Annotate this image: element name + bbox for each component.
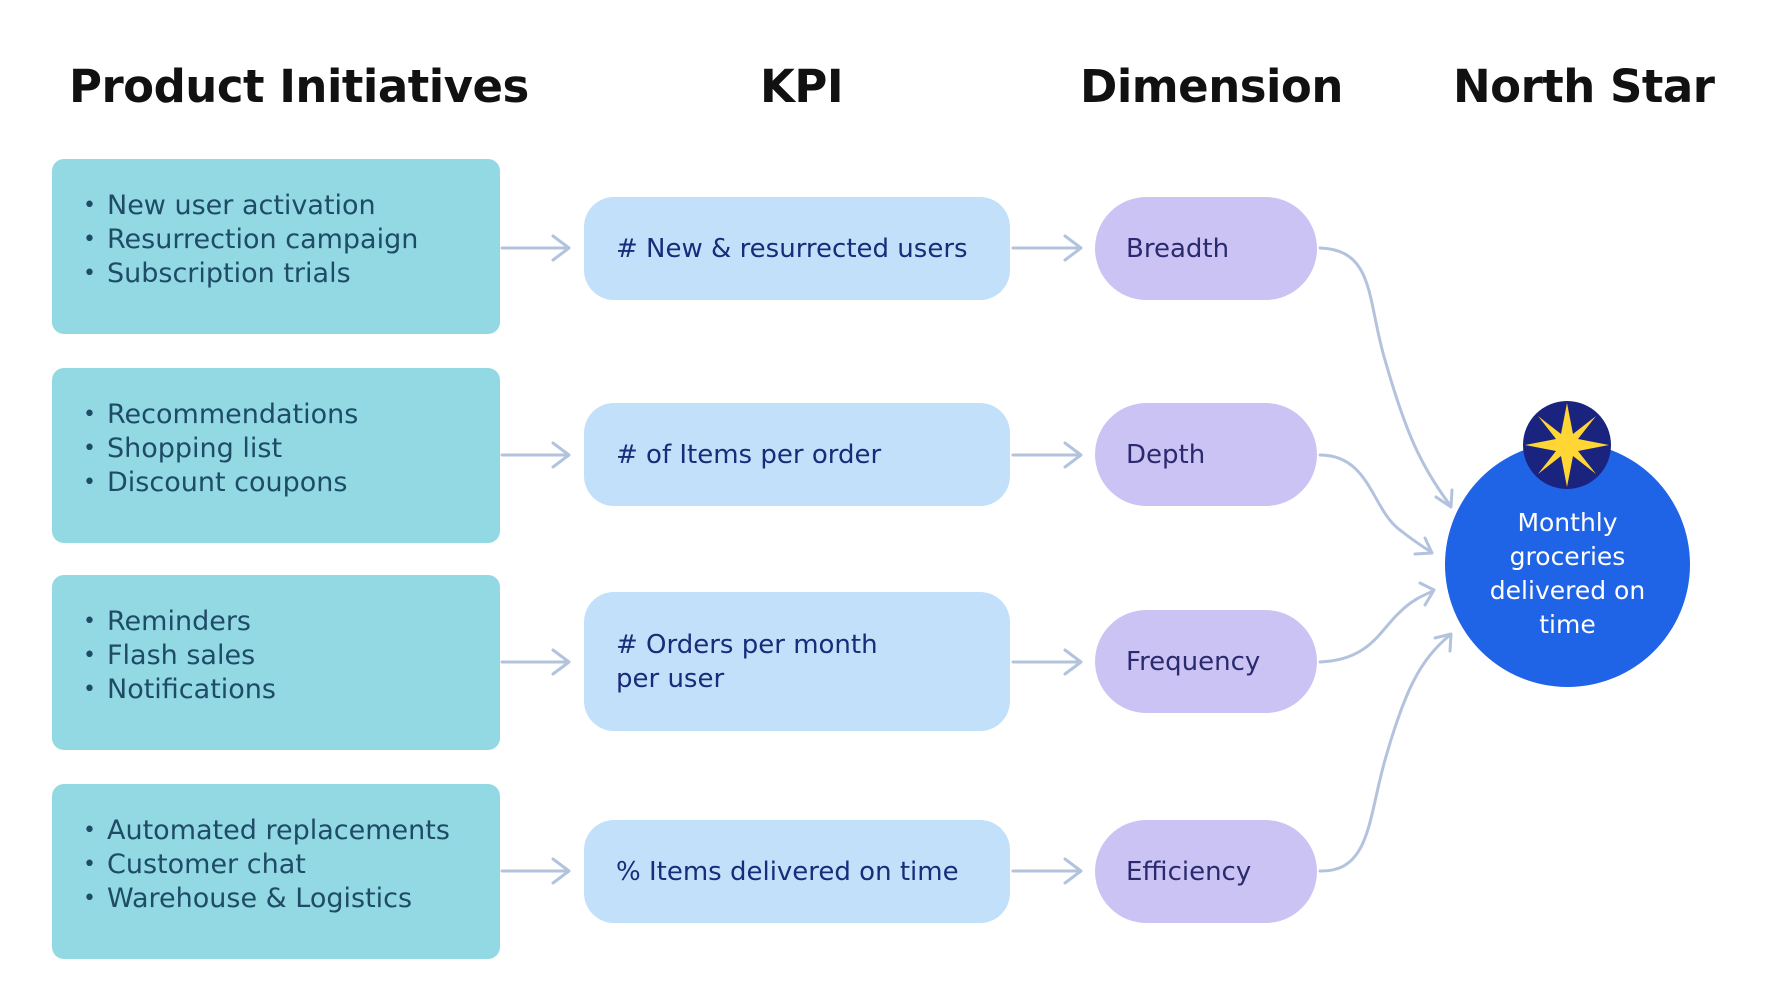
kpi-box-depth: # of Items per order (584, 403, 1010, 506)
initiative-item: •Subscription trials (83, 258, 351, 289)
initiative-box-depth: •Recommendations •Shopping list •Discoun… (52, 368, 500, 543)
kpi-box-efficiency: % Items delivered on time (584, 820, 1010, 923)
kpi-label: # of Items per order (616, 439, 882, 470)
arrow-dimension-to-north-star (1434, 488, 1454, 509)
header-dimension: Dimension (1080, 60, 1343, 113)
arrow-kpi-to-dimension (1011, 234, 1083, 262)
initiative-item: •Warehouse & Logistics (83, 883, 413, 914)
north-star-label: Monthly groceries delivered on time (1489, 507, 1646, 639)
initiative-item: •Flash sales (83, 640, 256, 671)
dimension-box-efficiency: Efficiency (1095, 820, 1317, 923)
dimension-box-frequency: Frequency (1095, 610, 1317, 713)
kpi-box-breadth: # New & resurrected users (584, 197, 1010, 300)
initiative-item: •New user activation (83, 190, 376, 221)
kpi-label: % Items delivered on time (616, 856, 959, 887)
initiative-box-frequency: •Reminders •Flash sales •Notifications (52, 575, 500, 750)
arrow-dimension-to-north-star (1318, 453, 1433, 554)
initiative-item: •Shopping list (83, 433, 283, 464)
arrow-dimension-to-north-star (1433, 632, 1453, 653)
initiative-item: •Reminders (83, 606, 251, 637)
arrow-kpi-to-dimension (1011, 648, 1083, 676)
star-icon (1523, 401, 1611, 489)
dimension-label: Depth (1126, 439, 1206, 470)
dimension-label: Efficiency (1126, 856, 1252, 887)
arrow-initiative-to-kpi (500, 234, 571, 262)
initiative-box-breadth: •New user activation •Resurrection campa… (52, 159, 500, 334)
initiative-item: •Automated replacements (83, 815, 450, 846)
arrow-initiative-to-kpi (500, 648, 571, 676)
header-kpi: KPI (760, 60, 844, 113)
dimension-box-breadth: Breadth (1095, 197, 1317, 300)
initiative-item: •Discount coupons (83, 467, 348, 498)
dimension-label: Breadth (1126, 233, 1230, 264)
dimension-box-depth: Depth (1095, 403, 1317, 506)
arrow-initiative-to-kpi (500, 857, 571, 885)
dimension-label: Frequency (1126, 646, 1261, 677)
arrow-kpi-to-dimension (1011, 857, 1083, 885)
arrow-initiative-to-kpi (500, 441, 571, 469)
arrow-kpi-to-dimension (1011, 441, 1083, 469)
header-north-star: North Star (1453, 60, 1715, 113)
arrow-dimension-to-north-star (1318, 246, 1452, 507)
arrow-dimension-to-north-star (1413, 536, 1434, 556)
initiative-item: •Resurrection campaign (83, 224, 419, 255)
arrow-dimension-to-north-star (1418, 581, 1436, 607)
initiative-item: •Notifications (83, 674, 276, 705)
kpi-box-frequency: # Orders per month per user (584, 592, 1010, 731)
initiative-item: •Recommendations (83, 399, 359, 430)
arrow-dimension-to-north-star (1318, 589, 1435, 664)
initiative-item: •Customer chat (83, 849, 306, 880)
arrow-dimension-to-north-star (1318, 633, 1452, 873)
header-product-initiatives: Product Initiatives (69, 60, 529, 113)
initiative-box-efficiency: •Automated replacements •Customer chat •… (52, 784, 500, 959)
kpi-label: # Orders per month per user (616, 629, 878, 694)
kpi-label: # New & resurrected users (616, 233, 968, 264)
